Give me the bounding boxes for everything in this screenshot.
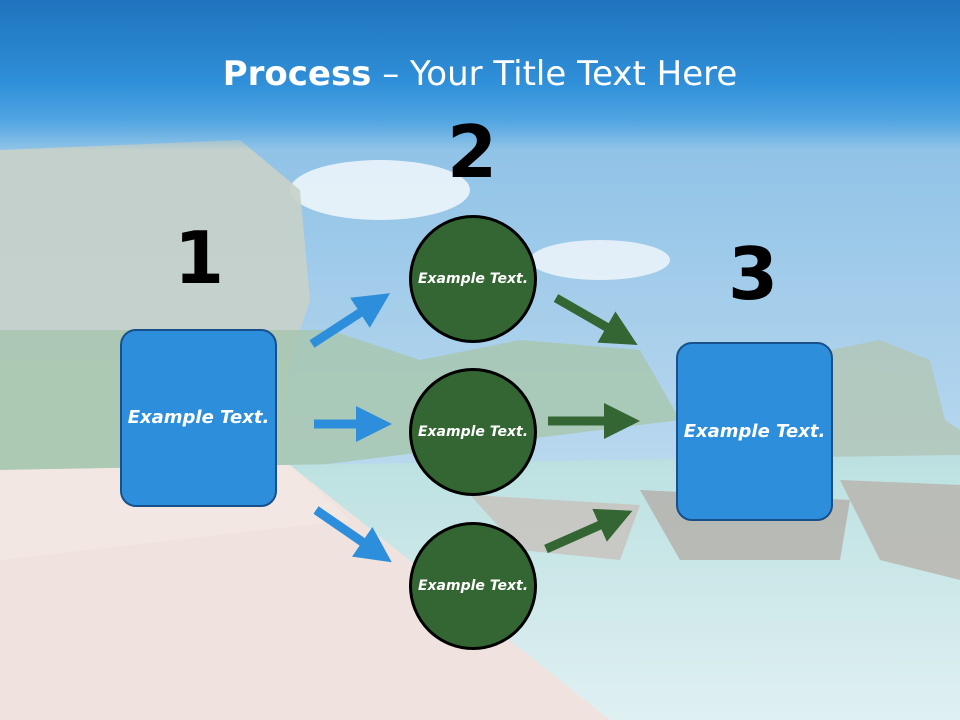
step-2-circle-bottom-text: Example Text. bbox=[417, 577, 529, 594]
title-band bbox=[0, 0, 960, 150]
arrow-step1-to-circle-bottom bbox=[313, 506, 392, 563]
step-number-3: 3 bbox=[727, 232, 779, 316]
arrow-step1-to-circle-top bbox=[309, 293, 391, 348]
step-2-circle-top: Example Text. bbox=[409, 215, 537, 343]
step-3-box: Example Text. bbox=[676, 342, 833, 521]
step-2-circle-middle-text: Example Text. bbox=[417, 423, 529, 440]
step-1-box: Example Text. bbox=[120, 329, 277, 507]
step-number-2: 2 bbox=[446, 110, 498, 194]
step-3-box-text: Example Text. bbox=[683, 420, 826, 442]
arrow-circle-top-to-step3 bbox=[553, 294, 638, 345]
arrow-circle-bottom-to-step3 bbox=[544, 508, 633, 554]
slide-title-bold: Process bbox=[222, 54, 372, 94]
step-1-box-text: Example Text. bbox=[127, 407, 270, 428]
step-2-circle-middle: Example Text. bbox=[409, 368, 537, 496]
slide-title-rest: – Your Title Text Here bbox=[371, 54, 738, 94]
step-2-circle-top-text: Example Text. bbox=[417, 270, 529, 287]
step-number-1: 1 bbox=[173, 216, 225, 300]
slide-title: Process – Your Title Text Here bbox=[0, 50, 960, 98]
step-2-circle-bottom: Example Text. bbox=[409, 522, 537, 650]
